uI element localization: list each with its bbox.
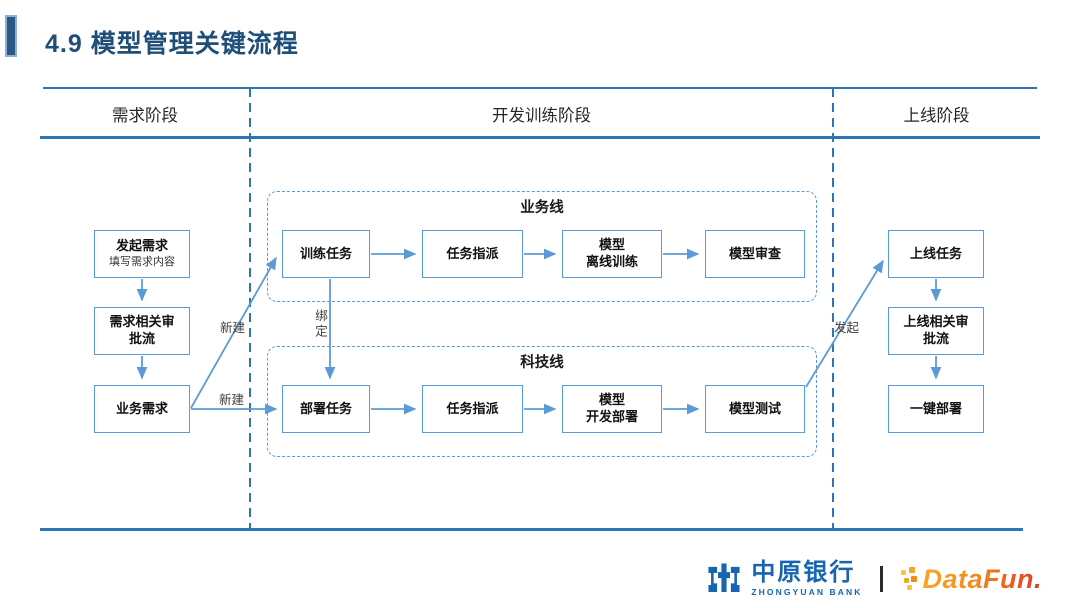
box-deploy-task: 部署任务 [282, 385, 370, 433]
phase-label-requirement: 需求阶段 [112, 107, 178, 125]
box-model-review: 模型审查 [705, 230, 805, 278]
box-task-assign-tech: 任务指派 [422, 385, 523, 433]
box-initiate-title: 发起需求 [115, 238, 168, 254]
box-one-click-deploy: 一键部署 [888, 385, 984, 433]
box-online-task: 上线任务 [888, 230, 984, 278]
zhongyuan-bank-logo: 中原银行 ZHONGYUAN BANK [705, 560, 862, 598]
phase-label-development: 开发训练阶段 [492, 107, 591, 125]
phase-label-online: 上线阶段 [903, 107, 970, 125]
logo-separator [880, 566, 884, 592]
edge-label-launch: 发起 [834, 321, 860, 335]
box-initiate-subtitle: 填写需求内容 [109, 256, 175, 269]
title-accent-bar [5, 15, 17, 57]
datafun-logo: DataFun. [901, 564, 1042, 595]
bank-name: 中原银行 [751, 559, 856, 587]
box-model-dev-deploy: 模型 开发部署 [562, 385, 662, 433]
zhongyuan-bank-gate-icon [708, 563, 740, 592]
footer-rule [40, 528, 1023, 531]
box-model-offline-training: 模型 离线训练 [562, 230, 662, 278]
pixel-dots-icon [901, 567, 918, 591]
page-title: 4.9 模型管理关键流程 [45, 30, 299, 58]
box-model-test: 模型测试 [705, 385, 805, 433]
tech-lane-label: 科技线 [520, 355, 564, 371]
edge-label-create-deploy: 新建 [219, 393, 245, 407]
box-business-demand: 业务需求 [94, 385, 190, 433]
bank-subtitle: ZHONGYUAN BANK [751, 587, 863, 598]
header-bottom-rule [40, 136, 1040, 139]
business-lane-container: 业务线 [267, 191, 817, 302]
edge-label-create-train: 新建 [220, 321, 246, 335]
box-task-assign-business: 任务指派 [422, 230, 523, 278]
footer-logos: 中原银行 ZHONGYUAN BANK DataFun. [705, 556, 1042, 602]
box-training-task: 训练任务 [282, 230, 370, 278]
box-online-approval-flow: 上线相关审 批流 [888, 307, 984, 355]
box-initiate-requirement: 发起需求 填写需求内容 [94, 230, 190, 278]
business-lane-label: 业务线 [520, 200, 564, 216]
header-top-rule [43, 87, 1037, 89]
edge-label-bind: 绑定 [313, 309, 327, 340]
datafun-wordmark: DataFun. [922, 563, 1042, 594]
box-requirement-approval-flow: 需求相关审 批流 [94, 307, 190, 355]
